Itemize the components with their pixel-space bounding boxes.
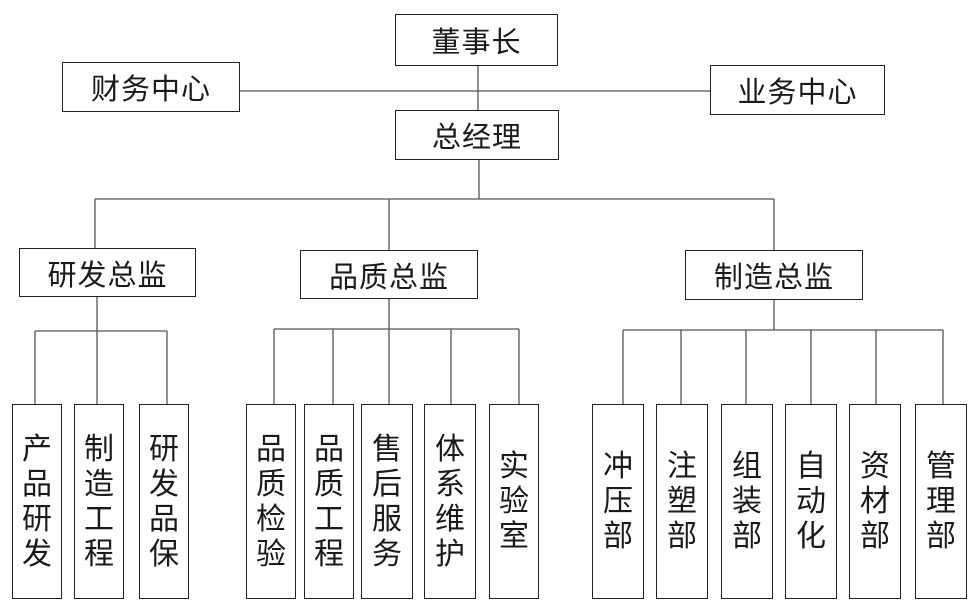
manufacturing-director-box: 制造总监 bbox=[685, 250, 863, 300]
mfg-unit-automation: 自动化 bbox=[785, 404, 837, 599]
mfg-unit-management: 管理部 bbox=[915, 404, 967, 599]
quality-unit-engineering: 品质工程 bbox=[304, 404, 354, 599]
quality-unit-after-sales: 售后服务 bbox=[361, 404, 413, 599]
rd-unit-rd-qa: 研发品保 bbox=[139, 404, 189, 599]
unit-label: 实验室 bbox=[499, 449, 529, 554]
general-manager-box: 总经理 bbox=[395, 110, 559, 160]
finance-center-box: 财务中心 bbox=[62, 62, 240, 112]
mfg-unit-stamping: 冲压部 bbox=[592, 404, 644, 599]
unit-label: 自动化 bbox=[796, 449, 826, 554]
quality-unit-laboratory: 实验室 bbox=[489, 404, 539, 599]
unit-label: 注塑部 bbox=[667, 449, 697, 554]
unit-label: 资材部 bbox=[860, 449, 890, 554]
unit-label: 研发品保 bbox=[149, 431, 179, 572]
unit-label: 品质检验 bbox=[256, 431, 286, 572]
unit-label: 组装部 bbox=[732, 449, 762, 554]
mfg-unit-assembly: 组装部 bbox=[721, 404, 773, 599]
mfg-unit-injection-molding: 注塑部 bbox=[656, 404, 708, 599]
mfg-unit-materials: 资材部 bbox=[849, 404, 901, 599]
chairman-box: 董事长 bbox=[395, 14, 558, 66]
business-center-box: 业务中心 bbox=[710, 65, 885, 115]
unit-label: 品质工程 bbox=[314, 431, 344, 572]
unit-label: 售后服务 bbox=[372, 431, 402, 572]
unit-label: 制造工程 bbox=[84, 431, 114, 572]
rd-director-box: 研发总监 bbox=[19, 248, 196, 297]
quality-director-box: 品质总监 bbox=[300, 250, 478, 299]
unit-label: 产品研发 bbox=[22, 431, 52, 572]
unit-label: 管理部 bbox=[926, 449, 956, 554]
quality-unit-inspection: 品质检验 bbox=[246, 404, 296, 599]
rd-unit-product-rd: 产品研发 bbox=[12, 404, 62, 599]
unit-label: 冲压部 bbox=[603, 449, 633, 554]
unit-label: 体系维护 bbox=[435, 431, 465, 572]
quality-unit-system-maintenance: 体系维护 bbox=[424, 404, 476, 599]
rd-unit-manufacturing-engineering: 制造工程 bbox=[74, 404, 124, 599]
